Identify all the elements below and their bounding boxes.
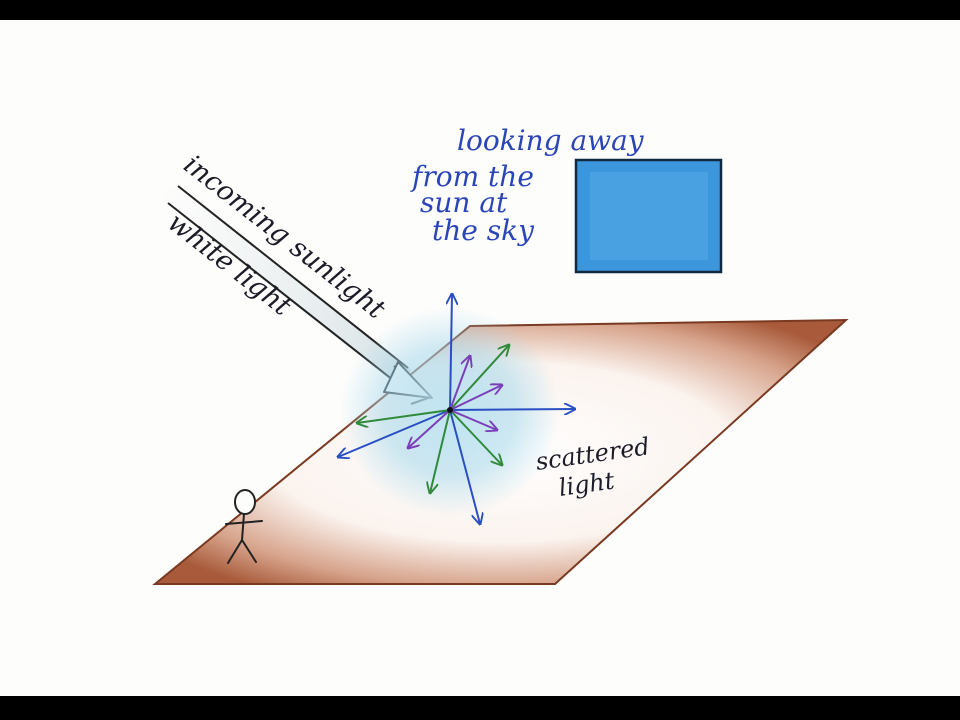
sky-caption-line-4: the sky (432, 214, 535, 247)
blue-arrow-up (450, 294, 452, 411)
violet-arrow-downright (449, 409, 497, 430)
blue-arrow-right (449, 409, 575, 410)
green-arrow-upright (449, 345, 509, 411)
sky-patch-highlight (590, 172, 708, 260)
blue-arrow-down (449, 409, 480, 524)
scattered-light-arrows (338, 294, 575, 524)
green-arrow-left (357, 409, 451, 423)
sky-caption-line-2: from the (410, 160, 534, 193)
sky-caption-line-3: sun at (420, 186, 508, 219)
green-arrow-downright (449, 409, 502, 465)
violet-arrow-right (449, 385, 502, 411)
sky-patch (574, 158, 723, 274)
scattering-center-dot (447, 407, 453, 413)
observer-figure (225, 489, 263, 564)
sky-caption: looking away from the sun at the sky (410, 124, 645, 247)
green-arrow-down (430, 409, 451, 493)
sky-caption-line-1: looking away (457, 124, 645, 157)
violet-arrow-up (449, 356, 470, 411)
blue-arrow-left (338, 409, 451, 457)
violet-arrow-downleft (408, 409, 451, 448)
